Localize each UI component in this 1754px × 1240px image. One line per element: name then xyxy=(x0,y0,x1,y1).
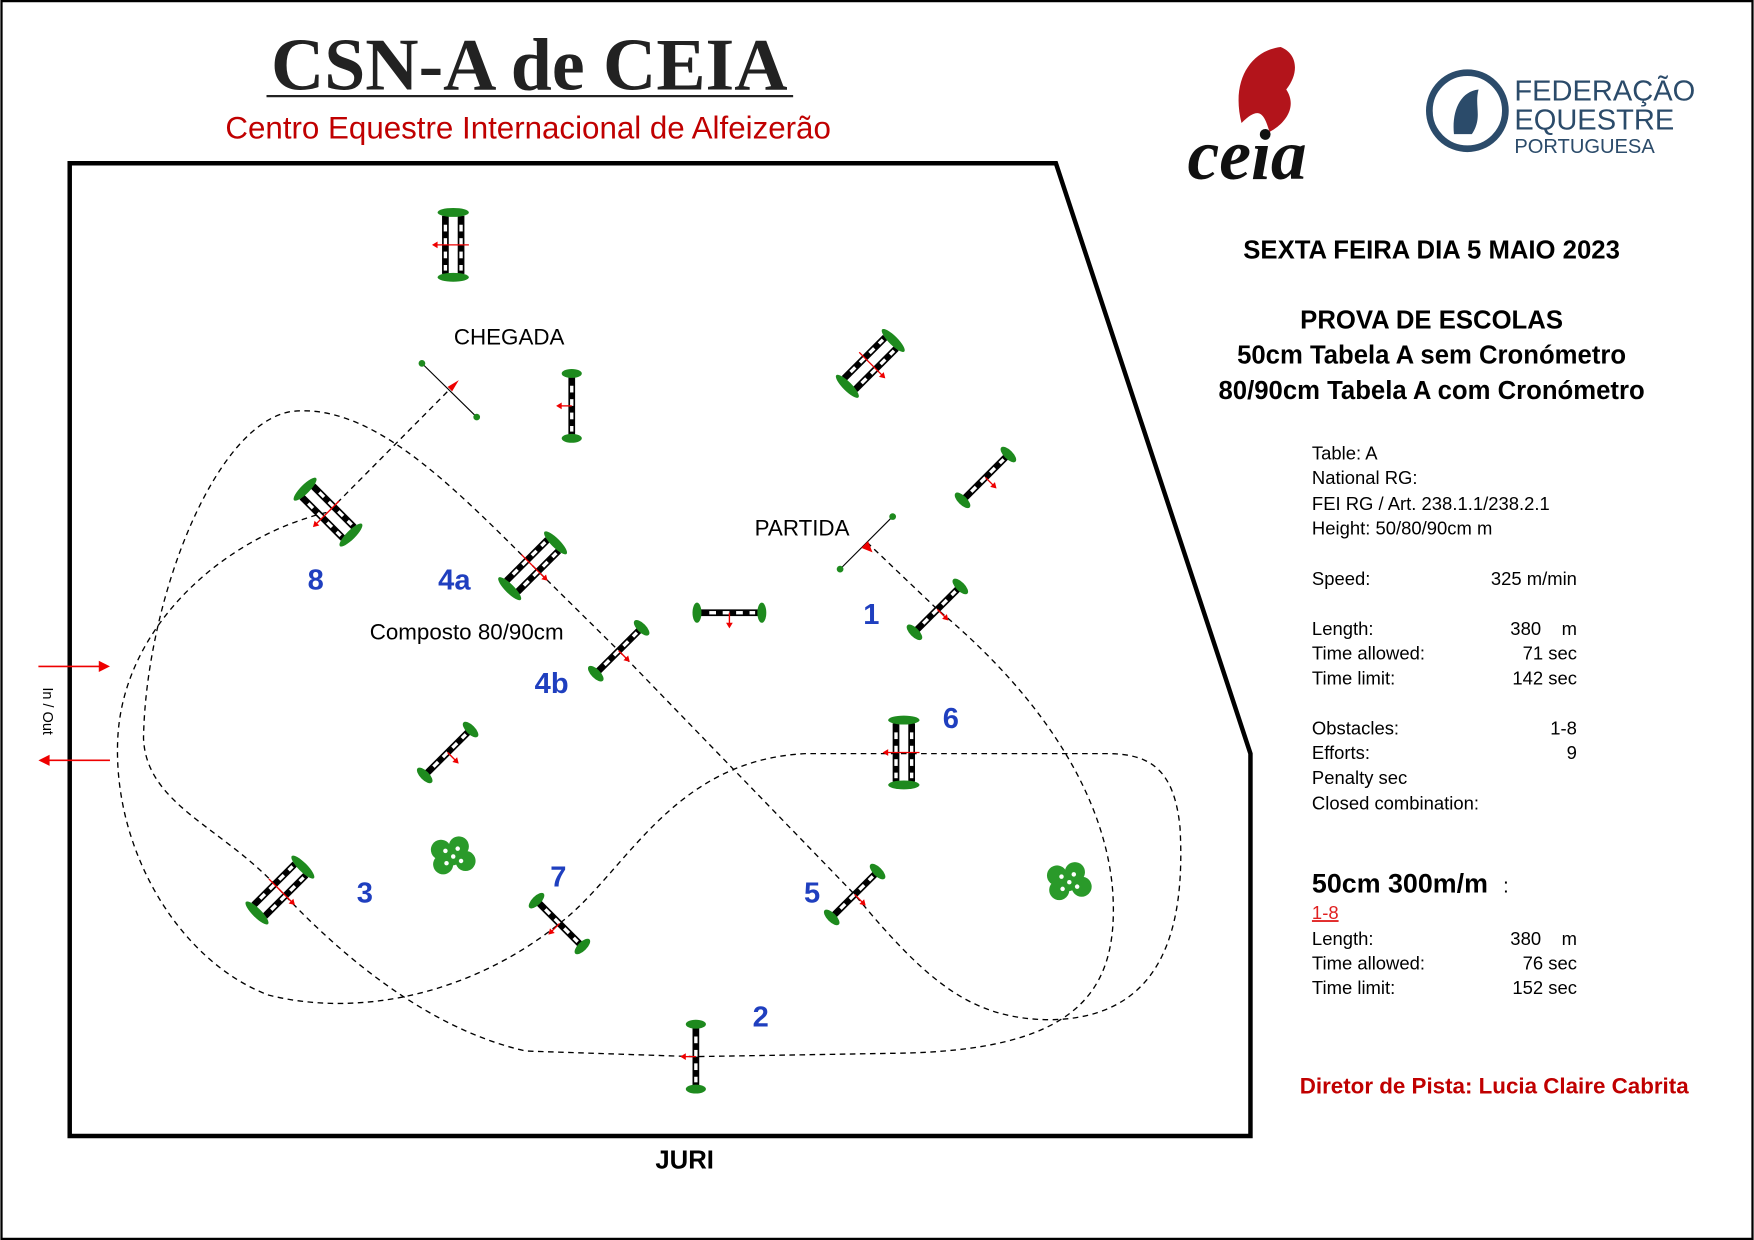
obstacle-number-4a: 4a xyxy=(438,564,471,596)
arena-outline xyxy=(67,161,1253,1139)
obstacle-number-5: 5 xyxy=(804,877,820,909)
spec-fei-rg: FEI RG / Art. 238.1.1/238.2.1 xyxy=(1312,493,1550,514)
obstacle-spare-left xyxy=(414,719,484,789)
obstacle-number-3: 3 xyxy=(357,877,373,909)
bush-decoration xyxy=(1046,862,1092,901)
spec-time-allowed-value: 71 sec xyxy=(1523,643,1577,664)
event-title: CSN-A de CEIA xyxy=(271,23,788,105)
route-path xyxy=(116,385,1182,1058)
spec-obstacles-value: 1-8 xyxy=(1550,718,1577,739)
specs50-obstacles: 1-8 xyxy=(1312,902,1339,923)
obstacle-spare-oxer xyxy=(833,326,911,404)
event-date: SEXTA FEIRA DIA 5 MAIO 2023 xyxy=(1243,236,1620,264)
obstacle-1 xyxy=(904,576,974,646)
fep-logo-line3: PORTUGUESA xyxy=(1514,136,1655,158)
obstacle-6 xyxy=(883,716,920,790)
course-specs: Table: A National RG: FEI RG / Art. 238.… xyxy=(1312,443,1577,998)
fep-logo: FEDERAÇÃO EQUESTRE PORTUGUESA xyxy=(1425,69,1695,158)
spec-speed-value: 325 m/min xyxy=(1491,568,1577,589)
spec-closed-combination: Closed combination: xyxy=(1312,793,1479,814)
spec-table: Table: A xyxy=(1312,443,1378,464)
obstacle-5 xyxy=(821,861,891,931)
fep-logo-line2: EQUESTRE xyxy=(1514,105,1674,137)
in-out-gate: In / Out xyxy=(38,660,110,766)
obstacle-number-2: 2 xyxy=(753,1001,769,1033)
course-route xyxy=(116,385,1182,1058)
spec-speed-label: Speed: xyxy=(1312,568,1370,589)
specs50-time-limit-label: Time limit: xyxy=(1312,977,1395,998)
course-designer: Diretor de Pista: Lucia Claire Cabrita xyxy=(1300,1074,1689,1099)
specs50-length-value: 380 m xyxy=(1510,928,1577,949)
obstacle-number-6: 6 xyxy=(943,703,959,735)
finish-label: CHEGADA xyxy=(454,324,565,349)
spec-length-label: Length: xyxy=(1312,618,1374,639)
obstacle-practice-vertical xyxy=(556,369,582,443)
spec-obstacles-label: Obstacles: xyxy=(1312,718,1399,739)
start-label: PARTIDA xyxy=(755,516,850,541)
in-out-label: In / Out xyxy=(39,687,55,735)
class-name: PROVA DE ESCOLAS xyxy=(1300,307,1563,335)
class-line-2: 80/90cm Tabela A com Cronómetro xyxy=(1219,377,1645,405)
ceia-logo-text: ceia xyxy=(1188,116,1307,195)
ceia-logo: ceia xyxy=(1188,46,1307,195)
class-line-1: 50cm Tabela A sem Cronómetro xyxy=(1237,341,1626,369)
obstacle-spare-vertical xyxy=(952,444,1022,514)
obstacle-number-1: 1 xyxy=(863,599,879,631)
spec-height: Height: 50/80/90cm m xyxy=(1312,517,1492,538)
specs50-time-limit-value: 152 sec xyxy=(1512,977,1577,998)
start-line xyxy=(836,513,897,573)
specs50-time-allowed-value: 76 sec xyxy=(1523,952,1577,973)
spec-time-allowed-label: Time allowed: xyxy=(1312,643,1425,664)
combination-label: Composto 80/90cm xyxy=(370,620,564,645)
obstacle-number-7: 7 xyxy=(550,862,566,894)
specs50-colon: : xyxy=(1503,875,1509,897)
fep-logo-line1: FEDERAÇÃO xyxy=(1514,74,1695,108)
obstacle-number-8: 8 xyxy=(308,564,324,596)
obstacle-number-4b: 4b xyxy=(535,668,569,700)
specs50-time-allowed-label: Time allowed: xyxy=(1312,952,1425,973)
spec-efforts-value: 9 xyxy=(1567,742,1577,763)
spec-time-limit-value: 142 sec xyxy=(1512,667,1577,688)
obstacle-spare-center xyxy=(693,603,767,629)
obstacle-4b xyxy=(586,618,656,688)
specs50-title: 50cm 300m/m xyxy=(1312,868,1488,898)
spec-penalty: Penalty sec xyxy=(1312,767,1407,788)
spec-length-value: 380 m xyxy=(1510,618,1577,639)
spec-national-rg: National RG: xyxy=(1312,467,1418,488)
finish-line xyxy=(418,360,481,421)
obstacle-7 xyxy=(522,890,592,960)
jury-label: JURI xyxy=(655,1146,714,1174)
specs50-length-label: Length: xyxy=(1312,928,1374,949)
obstacle-practice-oxer xyxy=(432,208,469,282)
spec-efforts-label: Efforts: xyxy=(1312,742,1370,763)
spec-time-limit-label: Time limit: xyxy=(1312,667,1395,688)
event-subtitle: Centro Equestre Internacional de Alfeize… xyxy=(225,111,830,146)
bush-decoration xyxy=(430,836,476,875)
